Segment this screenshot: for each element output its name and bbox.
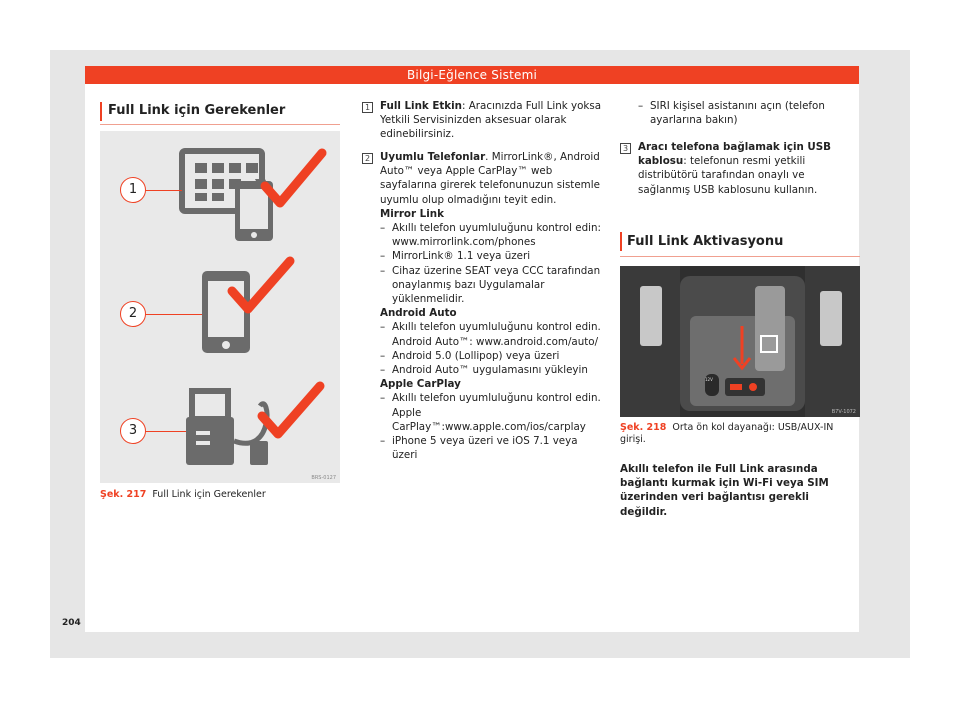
figure-caption-text: Full Link için Gerekenler bbox=[152, 489, 266, 500]
list-item: Akıllı telefon uyumluluğunu kontrol edin… bbox=[380, 320, 602, 348]
item-number-1: 1 bbox=[362, 102, 373, 113]
requirements-illustration bbox=[179, 148, 327, 465]
requirement-item-2: Uyumlu Telefonlar. MirrorLink®, Android … bbox=[380, 150, 602, 462]
callout-2: 2 bbox=[120, 301, 146, 327]
section-title-full-link-activation: Full Link Aktivasyonu bbox=[627, 234, 784, 249]
requirement-item-1: Full Link Etkin: Aracınızda Full Link yo… bbox=[380, 100, 602, 141]
figure-code: B7V-1072 bbox=[831, 409, 856, 415]
usb-12v-label: 12V bbox=[705, 377, 713, 382]
figure-number: Şek. 217 bbox=[100, 489, 147, 500]
list-item: iPhone 5 veya üzeri ve iOS 7.1 veya üzer… bbox=[380, 434, 602, 462]
requirement-item-3: Aracı telefona bağlamak için USB kablosu… bbox=[638, 141, 832, 196]
list-item: MirrorLink® 1.1 veya üzeri bbox=[380, 249, 602, 263]
right-column-top: SIRI kişisel asistanını açın (telefon ay… bbox=[626, 99, 858, 127]
data-connection-note: Akıllı telefon ile Full Link arasında ba… bbox=[620, 463, 829, 518]
subheading-mirror-link: Mirror Link bbox=[380, 207, 444, 220]
list-item: Akıllı telefon uyumluluğunu kontrol edin… bbox=[380, 221, 602, 249]
checkmark-icon bbox=[227, 256, 295, 314]
list-item: Android 5.0 (Lollipop) veya üzeri bbox=[380, 349, 602, 363]
figure-usb-aux-in: 12V B7V-1072 bbox=[620, 266, 860, 417]
grid-phone-icon bbox=[179, 148, 273, 241]
checkmark-icon bbox=[260, 148, 327, 208]
figure-caption-217: Şek. 217 Full Link için Gerekenler bbox=[100, 489, 340, 501]
checkmark-icon bbox=[257, 381, 325, 439]
phone-icon bbox=[202, 271, 250, 353]
figure-number: Şek. 218 bbox=[620, 422, 667, 433]
list-item-siri: SIRI kişisel asistanını açın (telefon ay… bbox=[638, 99, 858, 127]
callout-line-2 bbox=[144, 314, 202, 315]
section-title-rule bbox=[620, 256, 860, 257]
figure-caption-text: Orta ön kol dayanağı: USB/AUX-IN girişi. bbox=[620, 422, 834, 445]
section-accent-bar bbox=[620, 232, 622, 251]
section-title-rule bbox=[100, 124, 340, 125]
chapter-header: Bilgi-Eğlence Sistemi bbox=[85, 66, 859, 84]
item-number-3: 3 bbox=[620, 143, 631, 154]
callout-line-3 bbox=[144, 431, 186, 432]
figure-requirements: 1 2 3 BRS-0127 bbox=[100, 131, 340, 483]
section-title-full-link-requirements: Full Link için Gerekenler bbox=[108, 103, 286, 118]
console-illustration bbox=[620, 266, 860, 417]
callout-line-1 bbox=[144, 190, 182, 191]
list-item: Android Auto™ uygulamasını yükleyin bbox=[380, 363, 602, 377]
list-item: Cihaz üzerine SEAT veya CCC tarafından o… bbox=[380, 264, 602, 307]
subheading-android-auto: Android Auto bbox=[380, 307, 457, 320]
callout-3: 3 bbox=[120, 418, 146, 444]
figure-code: BRS-0127 bbox=[311, 475, 336, 481]
item-number-2: 2 bbox=[362, 153, 373, 164]
usb-plug-icon bbox=[186, 388, 270, 465]
page-number: 204 bbox=[62, 618, 81, 628]
callout-1: 1 bbox=[120, 177, 146, 203]
section-accent-bar bbox=[100, 102, 102, 121]
list-item: Akıllı telefon uyumluluğunu kontrol edin… bbox=[380, 391, 602, 434]
subheading-apple-carplay: Apple CarPlay bbox=[380, 378, 461, 391]
